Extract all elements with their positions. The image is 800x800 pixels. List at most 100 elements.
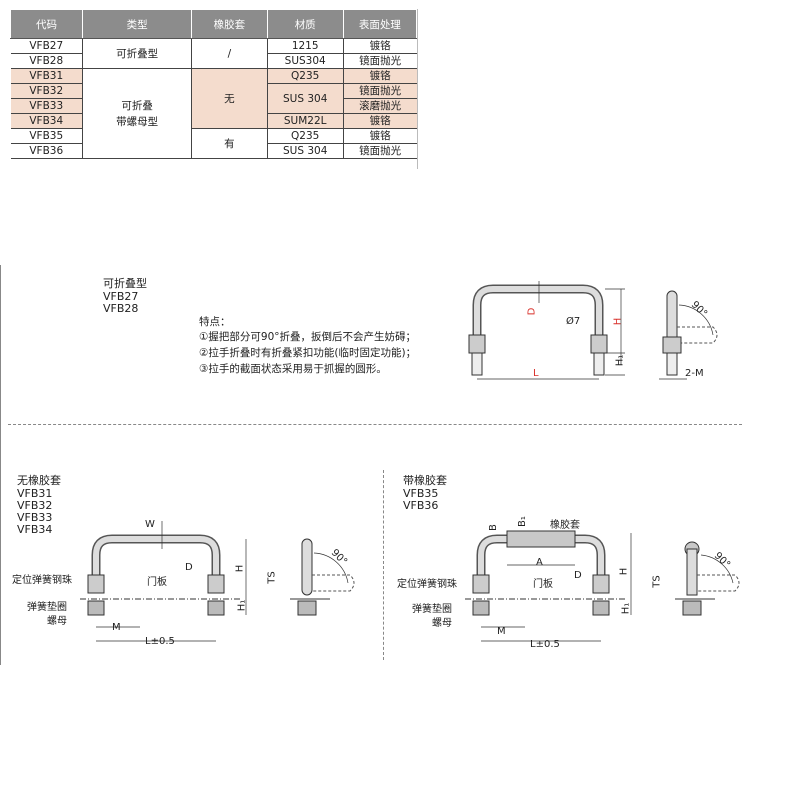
dim-D-label: D bbox=[526, 307, 538, 316]
col-type: 类型 bbox=[81, 9, 193, 39]
section1-title: 可折叠型 bbox=[103, 277, 147, 290]
table-row: VFB28 SUS304 镜面抛光 bbox=[10, 53, 417, 69]
side-handle bbox=[301, 538, 313, 596]
section-divider-vertical bbox=[383, 470, 384, 660]
rubber-sleeve bbox=[506, 530, 576, 548]
side-nut bbox=[297, 600, 317, 616]
handle-body bbox=[91, 534, 221, 577]
dim-L-label: L±0.5 bbox=[145, 636, 175, 647]
section3-code-2: VFB36 bbox=[403, 499, 439, 512]
cell-finish: 镀铬 bbox=[342, 128, 417, 144]
cell-material: SUS304 bbox=[266, 53, 344, 69]
cell-finish: 镀铬 bbox=[342, 68, 417, 84]
type-line-1: 可折叠 bbox=[121, 99, 153, 112]
table-row: VFB36 SUS 304 镜面抛光 bbox=[10, 143, 417, 159]
section2-code-2: VFB32 bbox=[17, 499, 53, 512]
dim-phi7-label: Ø7 bbox=[566, 316, 581, 327]
right-stud bbox=[593, 352, 605, 376]
dim-H-label: H bbox=[612, 317, 624, 326]
dim-L-label: L bbox=[533, 368, 539, 379]
table-right-edge bbox=[417, 9, 418, 169]
left-nut bbox=[87, 600, 105, 616]
dim-H1-label: H₁ bbox=[236, 599, 248, 612]
section3-code-1: VFB35 bbox=[403, 487, 439, 500]
dim-D-label: D bbox=[185, 562, 193, 573]
side-folded bbox=[677, 326, 718, 344]
table-row: VFB34 SUM22L 镀铬 bbox=[10, 113, 417, 129]
section2-code-4: VFB34 bbox=[17, 523, 53, 536]
cell-material: Q235 bbox=[266, 68, 344, 84]
features-title: 特点： bbox=[199, 316, 231, 328]
left-base bbox=[87, 574, 105, 594]
feature-1: ①握把部分可90°折叠，扳倒后不会产生妨碍； bbox=[199, 331, 417, 343]
side-folded bbox=[312, 574, 355, 592]
rubber-handle-drawing bbox=[465, 530, 740, 642]
cell-type: 可折叠带螺母型 bbox=[81, 68, 192, 159]
part-door-label: 门板 bbox=[147, 577, 167, 588]
angle-arc bbox=[678, 304, 714, 336]
side-base bbox=[662, 336, 682, 354]
left-base bbox=[468, 334, 486, 354]
angle-arc bbox=[313, 552, 349, 584]
part-door-label: 门板 bbox=[533, 579, 553, 590]
table-row: VFB35 有 Q235 镀铬 bbox=[10, 128, 417, 159]
cell-code: VFB27 bbox=[10, 38, 83, 54]
col-material: 材质 bbox=[266, 9, 344, 39]
section1-code-2: VFB28 bbox=[103, 302, 139, 315]
cell-finish: 镜面抛光 bbox=[342, 83, 417, 99]
spec-table: 代码 类型 橡胶套 材质 表面处理 VFB27 可折叠型 / 1215 镀铬 V… bbox=[10, 9, 418, 159]
dim-W-label: W bbox=[145, 519, 155, 530]
left-stud bbox=[471, 352, 483, 376]
feature-3: ③拉手的截面状态采用易于抓握的圆形。 bbox=[199, 363, 387, 375]
feature-2: ②拉手折叠时有折叠紧扣功能(临时固定功能)； bbox=[199, 347, 417, 359]
col-finish: 表面处理 bbox=[342, 9, 418, 39]
part-nut-label: 螺母 bbox=[432, 618, 452, 629]
cell-rubber: / bbox=[191, 38, 268, 69]
cell-material: SUS 304 bbox=[266, 143, 344, 159]
table-header-row: 代码 类型 橡胶套 材质 表面处理 bbox=[10, 9, 418, 39]
cell-type: 可折叠型 bbox=[81, 38, 192, 69]
foldable-handle-drawing bbox=[468, 281, 718, 380]
cell-code: VFB33 bbox=[10, 98, 83, 114]
dim-M-label: M bbox=[112, 622, 121, 633]
dim-H-label: H bbox=[618, 567, 630, 576]
right-base bbox=[207, 574, 225, 594]
cell-rubber: 无 bbox=[191, 68, 268, 129]
right-base bbox=[592, 574, 610, 594]
section2-code-3: VFB33 bbox=[17, 511, 53, 524]
cell-finish: 镀铬 bbox=[342, 113, 417, 129]
dim-TS-label: TS bbox=[266, 571, 278, 584]
type-line-2: 带螺母型 bbox=[116, 115, 159, 128]
part-ball-label: 定位弹簧钢珠 bbox=[12, 575, 72, 586]
cell-finish: 镀铬 bbox=[342, 38, 417, 54]
dim-H1-label: H₁ bbox=[614, 354, 626, 367]
col-code: 代码 bbox=[10, 9, 83, 39]
cell-material: 1215 bbox=[266, 38, 344, 54]
cell-code: VFB34 bbox=[10, 113, 83, 129]
cell-finish: 镜面抛光 bbox=[342, 143, 417, 159]
part-sleeve-label: 橡胶套 bbox=[550, 520, 580, 531]
table-row: VFB31 可折叠带螺母型 无 Q235 镀铬 bbox=[10, 68, 417, 159]
nut-handle-drawing bbox=[80, 521, 355, 642]
cell-code: VFB28 bbox=[10, 53, 83, 69]
section3-title: 带橡胶套 bbox=[403, 474, 447, 487]
part-ball-label: 定位弹簧钢珠 bbox=[397, 579, 457, 590]
dim-M-label: M bbox=[497, 626, 506, 637]
cell-code: VFB35 bbox=[10, 128, 83, 144]
cell-code: VFB32 bbox=[10, 83, 83, 99]
handle-body-fill bbox=[474, 286, 602, 343]
table-row: VFB27 可折叠型 / 1215 镀铬 bbox=[10, 38, 417, 69]
side-nut bbox=[682, 600, 702, 616]
dim-TS-label: TS bbox=[651, 575, 663, 588]
section1-code-1: VFB27 bbox=[103, 290, 139, 303]
side-folded bbox=[697, 574, 740, 592]
section2-code-1: VFB31 bbox=[17, 487, 53, 500]
cell-material: SUS 304 bbox=[266, 83, 344, 114]
side-stud bbox=[666, 352, 678, 376]
right-nut bbox=[592, 600, 610, 616]
table-row: VFB33 滚磨抛光 bbox=[10, 98, 417, 114]
dim-A-label: A bbox=[536, 557, 543, 568]
cell-code: VFB36 bbox=[10, 143, 83, 159]
right-nut bbox=[207, 600, 225, 616]
dim-H-label: H bbox=[234, 564, 246, 573]
